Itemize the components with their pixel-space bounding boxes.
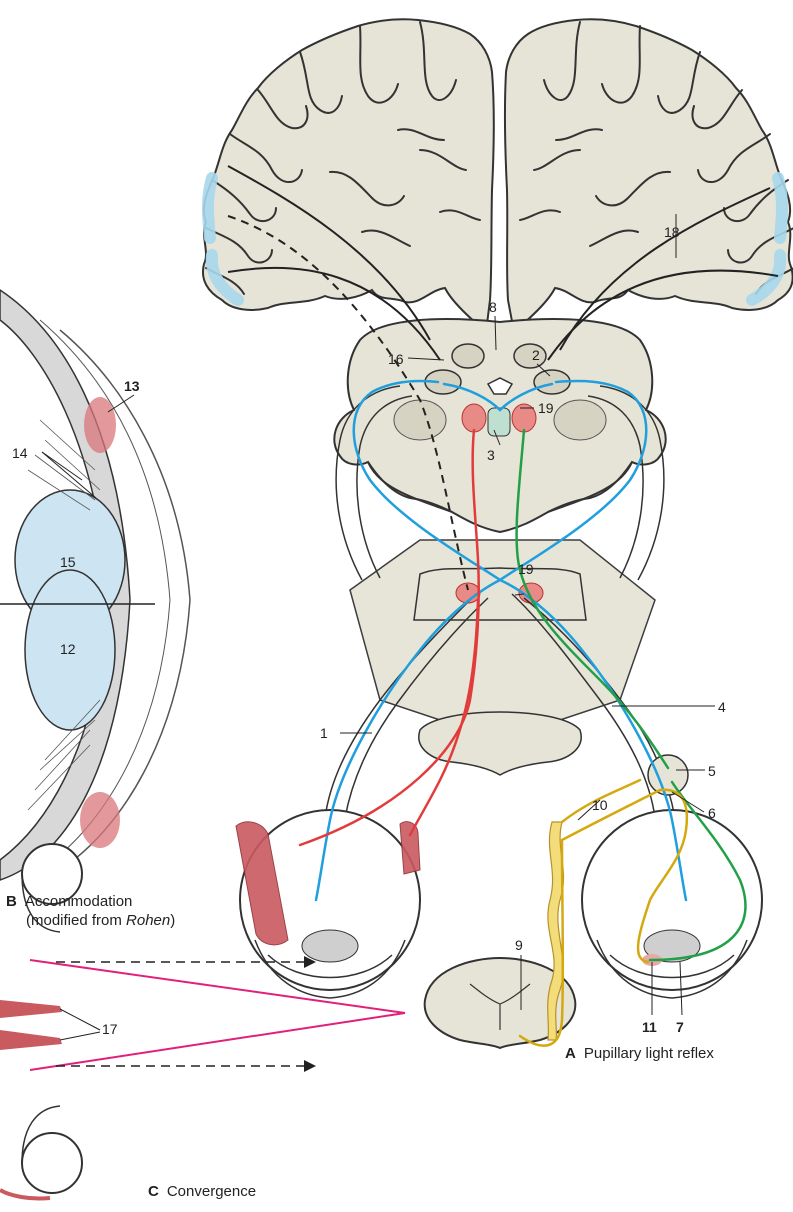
oculomotor-nucleus — [488, 408, 510, 436]
label-6: 6 — [708, 805, 716, 821]
caption-c: C Convergence — [148, 1183, 256, 1200]
right-eyeball — [582, 810, 762, 998]
caption-b-text-2c: ) — [170, 912, 175, 929]
brainstem-lower — [350, 540, 655, 775]
ciliary-muscle-bottom — [80, 792, 120, 848]
medial-rectus-upper — [0, 1000, 62, 1018]
left-ew-nucleus — [462, 404, 486, 432]
label-18: 18 — [664, 224, 680, 240]
label-4: 4 — [718, 699, 726, 715]
label-7: 7 — [676, 1019, 684, 1035]
midbrain — [334, 319, 665, 532]
caption-a-text: Pupillary light reflex — [584, 1045, 714, 1062]
caption-b-text-2b: Rohen — [126, 912, 170, 929]
label-19-upper: 19 — [538, 400, 554, 416]
caption-b: B Accommodation (modified from Rohen) — [6, 892, 175, 930]
label-10: 10 — [592, 797, 608, 813]
caption-a: A Pupillary light reflex — [565, 1045, 714, 1062]
caption-b-text-2a: (modified from — [26, 912, 126, 929]
left-peduncle-oval — [394, 400, 446, 440]
label-17: 17 — [102, 1021, 118, 1037]
label-3: 3 — [487, 447, 495, 463]
right-hemisphere — [505, 19, 793, 332]
cerebral-hemispheres — [203, 19, 793, 332]
panel-b-accommodation — [0, 290, 190, 880]
label-5: 5 — [708, 763, 716, 779]
caption-a-letter: A — [565, 1045, 576, 1062]
label-15: 15 — [60, 554, 76, 570]
label-1: 1 — [320, 725, 328, 741]
medial-rectus-lower — [0, 1030, 62, 1050]
caption-c-text: Convergence — [167, 1183, 256, 1200]
label-9: 9 — [515, 937, 523, 953]
caption-c-letter: C — [148, 1183, 159, 1200]
label-13: 13 — [124, 378, 140, 394]
label-2: 2 — [532, 347, 540, 363]
caption-b-letter: B — [6, 893, 17, 910]
label-8: 8 — [489, 299, 497, 315]
ciliary-muscle-top — [84, 397, 116, 453]
label-16: 16 — [388, 351, 404, 367]
left-lateral-rectus — [400, 822, 420, 874]
caption-b-text-1: Accommodation — [25, 893, 133, 910]
label-11: 11 — [642, 1019, 657, 1035]
label-19-lower: 19 — [518, 561, 534, 577]
label-12: 12 — [60, 641, 76, 657]
label-14: 14 — [12, 445, 28, 461]
right-peduncle-oval — [554, 400, 606, 440]
